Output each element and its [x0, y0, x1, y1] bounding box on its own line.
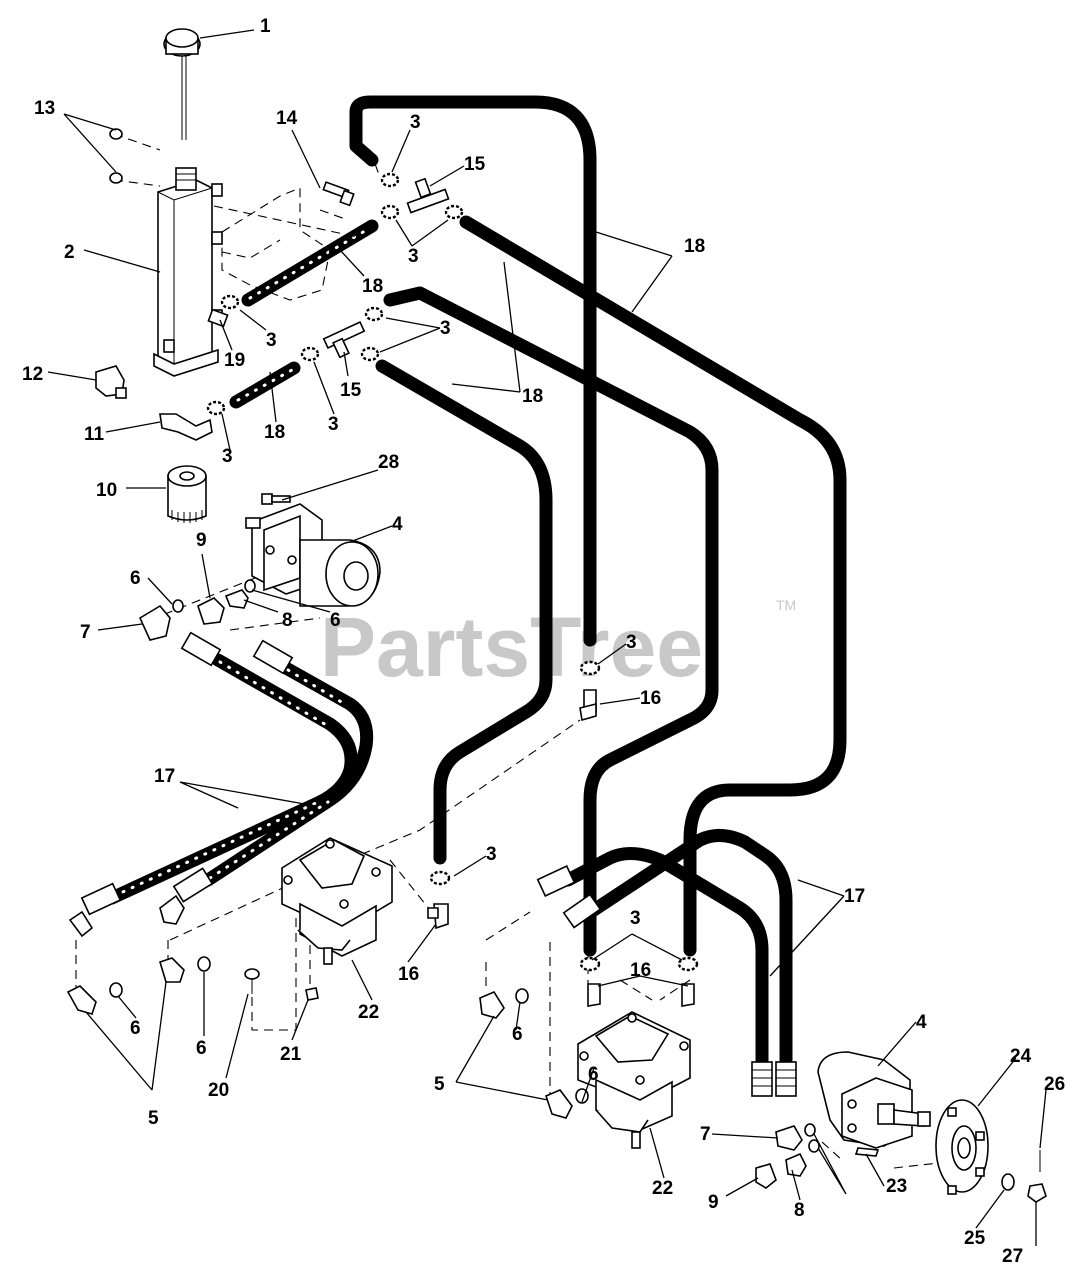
callout-26: 26	[1044, 1074, 1065, 1095]
callout-17: 17	[844, 886, 865, 907]
hose-17-right-a	[561, 847, 769, 1067]
lower-right-fittings	[479, 988, 589, 1119]
hose-18-outer	[459, 215, 847, 957]
elbow-12	[95, 365, 127, 399]
callout-5: 5	[148, 1108, 159, 1129]
watermark: PartsTree	[320, 600, 703, 694]
reservoir-tank	[153, 167, 223, 377]
callout-9: 9	[708, 1192, 719, 1213]
callout-3: 3	[408, 246, 419, 267]
callout-16: 16	[640, 688, 661, 709]
hose-18-middle	[383, 286, 719, 957]
callout-23: 23	[886, 1176, 907, 1197]
hydraulic-motor-lower	[817, 1051, 931, 1149]
callout-17: 17	[154, 766, 175, 787]
hose-17-right-b	[587, 829, 793, 1067]
callout-3: 3	[486, 844, 497, 865]
oil-filter-10	[167, 465, 207, 523]
callout-27: 27	[1002, 1246, 1023, 1267]
callout-6: 6	[130, 1018, 141, 1039]
callout-19: 19	[224, 350, 245, 371]
callout-18: 18	[264, 422, 285, 443]
hose-clamps	[206, 172, 699, 972]
hose-ferrules	[80, 631, 797, 1097]
lower-left-fittings	[66, 894, 211, 1015]
callout-16: 16	[398, 964, 419, 985]
key-23	[854, 1147, 880, 1157]
callout-11: 11	[84, 424, 105, 445]
callout-10: 10	[96, 480, 117, 501]
hose-17-left-b	[201, 661, 374, 887]
callout-24: 24	[1010, 1046, 1032, 1067]
leader-lines	[47, 29, 1047, 1246]
fitting-19	[207, 308, 229, 328]
callout-18: 18	[522, 386, 543, 407]
wheel-hub-24	[935, 1099, 989, 1195]
hose-18-return-long	[349, 95, 597, 647]
hose-group-17	[105, 653, 793, 1067]
callout-6: 6	[512, 1024, 523, 1045]
bolt-28	[261, 493, 291, 505]
callout-21: 21	[280, 1044, 302, 1065]
callout-3: 3	[328, 414, 339, 435]
callout-5: 5	[434, 1074, 445, 1095]
upper-fittings	[138, 579, 256, 641]
callout-3: 3	[630, 908, 641, 929]
callout-6: 6	[130, 568, 141, 589]
callout-8: 8	[282, 610, 293, 631]
callout-3: 3	[222, 446, 233, 467]
callout-18: 18	[684, 236, 705, 257]
callout-8: 8	[794, 1200, 805, 1221]
mounting-bracket	[221, 187, 331, 301]
hose-group-18	[229, 95, 847, 957]
callout-4: 4	[392, 514, 403, 535]
callout-22: 22	[358, 1002, 379, 1023]
callout-20: 20	[208, 1080, 229, 1101]
callout-3: 3	[626, 632, 637, 653]
callout-28: 28	[378, 452, 399, 473]
callout-15: 15	[340, 380, 362, 401]
callout-4: 4	[916, 1012, 927, 1033]
callout-1: 1	[260, 16, 271, 37]
elbow-fittings	[427, 689, 695, 1007]
hydraulic-motor-upper	[245, 503, 381, 607]
callout-13: 13	[34, 98, 55, 119]
callout-15: 15	[464, 154, 486, 175]
watermark-trademark: TM	[776, 597, 796, 613]
plugs-13	[109, 128, 123, 184]
callout-numbers: 1 2 3 3 3 3 3 3 3 3 3 3 4 4 5 5 6 6 6 6 …	[22, 16, 1065, 1267]
bolt-20-nut-21	[244, 968, 319, 1001]
callout-16: 16	[630, 960, 651, 981]
callout-7: 7	[700, 1124, 711, 1145]
callout-22: 22	[652, 1178, 673, 1199]
pump-right	[577, 1011, 691, 1149]
callout-6: 6	[196, 1038, 207, 1059]
hose-18-inner	[375, 359, 553, 865]
callout-6: 6	[588, 1064, 599, 1085]
pump-left	[281, 837, 393, 965]
callout-25: 25	[964, 1228, 986, 1249]
lower-right-motor-fittings	[755, 1123, 820, 1189]
bolt-14	[322, 181, 355, 207]
callout-7: 7	[80, 622, 91, 643]
callout-12: 12	[22, 364, 43, 385]
callout-9: 9	[196, 530, 207, 551]
callout-2: 2	[64, 242, 75, 263]
elbow-11	[159, 413, 213, 441]
callout-18: 18	[362, 276, 383, 297]
tee-fitting-upper	[406, 177, 450, 214]
dipstick-cap	[163, 28, 201, 140]
callout-14: 14	[276, 108, 298, 129]
callout-3: 3	[440, 318, 451, 339]
callout-3: 3	[266, 330, 277, 351]
washer-25-pin-26-nut-27	[1001, 1150, 1047, 1203]
callout-3: 3	[410, 112, 421, 133]
callout-6: 6	[330, 610, 341, 631]
